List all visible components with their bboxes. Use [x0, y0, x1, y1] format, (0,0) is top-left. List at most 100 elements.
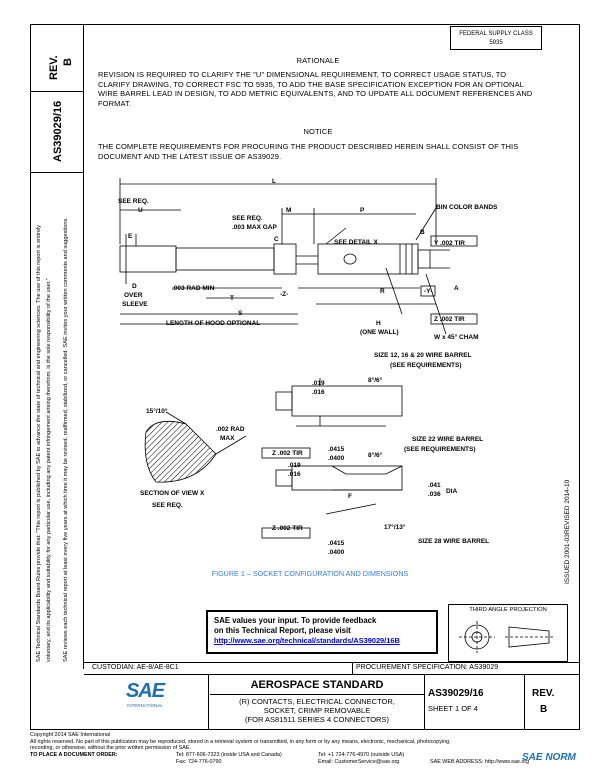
- projection-symbol: [459, 621, 555, 653]
- dim-Z-tir: Z .002 TIR: [434, 316, 465, 323]
- title-block-v1: [208, 674, 209, 730]
- footer-web: SAE WEB ADDRESS: http://www.sae.org: [430, 759, 530, 765]
- footer-tel1: Tel: 877-606-7323 (inside USA and Canada…: [176, 752, 282, 758]
- side-legal-line-2: voluntary, and its applicability and sui…: [46, 278, 52, 662]
- feedback-box: SAE values your input. To provide feedba…: [206, 610, 438, 654]
- dim-see-req-2: SEE REQ.: [232, 215, 263, 222]
- sae-logo: SAE INTERNATIONAL: [120, 680, 170, 710]
- custodian: CUSTODIAN: AE-8/AE-8C1: [92, 664, 179, 671]
- dim-Y: -Y-: [424, 288, 433, 295]
- dim-rad-min: .003 RAD MIN: [172, 285, 215, 292]
- federal-supply-label: FEDERAL SUPPLY CLASS: [459, 31, 533, 37]
- footer-rights-2: recording, or otherwise, without the pri…: [30, 745, 191, 752]
- footer-order-label: TO PLACE A DOCUMENT ORDER:: [30, 752, 118, 758]
- dim-U: U: [138, 207, 143, 214]
- dim-see-req-u: SEE REQ.: [118, 198, 149, 205]
- title-block-row: [84, 674, 580, 675]
- dim-0400: .0400: [328, 455, 345, 462]
- title-rev-value: B: [540, 704, 548, 715]
- dim-A: A: [454, 285, 459, 292]
- footer: Copyright 2014 SAE International All rig…: [30, 732, 570, 752]
- dim-see-req-4: (SEE REQUIREMENTS): [404, 446, 476, 453]
- dim-one-wall: (ONE WALL): [360, 329, 399, 336]
- title-rev-label: REV.: [532, 688, 555, 699]
- dim-036: .036: [428, 491, 441, 498]
- dim-rad-max-1: .002 RAD: [216, 426, 245, 433]
- dim-ang2: 8°/6°: [368, 452, 383, 459]
- dim-L: L: [272, 178, 276, 185]
- sae-logo-sub: INTERNATIONAL: [127, 703, 163, 708]
- doc-number-divider: [30, 172, 84, 173]
- dim-019: .019: [312, 380, 325, 387]
- dim-F: F: [348, 493, 352, 500]
- socket-drawing: [119, 178, 478, 539]
- dim-R: R: [380, 288, 385, 295]
- dim-0415: .0415: [328, 446, 345, 453]
- dim-0415b: .0415: [328, 540, 345, 547]
- desc-line-1: (R) CONTACTS, ELECTRICAL CONNECTOR,: [239, 697, 395, 706]
- dim-barrel-22: SIZE 22 WIRE BARREL: [412, 436, 484, 443]
- watermark: SAE NORM: [522, 752, 576, 763]
- rationale-text: REVISION IS REQUIRED TO CLARIFY THE "U" …: [98, 70, 533, 108]
- dim-gap: .003 MAX GAP: [232, 224, 277, 231]
- feedback-link[interactable]: http://www.sae.org/technical/standards/A…: [214, 636, 400, 645]
- dim-z-tir-3: Z .002 TIR: [272, 525, 303, 532]
- dim-019b: .019: [288, 462, 301, 469]
- projection-label: THIRD ANGLE PROJECTION: [469, 607, 547, 613]
- dim-sleeve: SLEEVE: [122, 301, 148, 308]
- dim-016: .016: [312, 389, 325, 396]
- issued-date: ISSUED 2001-03: [564, 534, 571, 584]
- dim-P: P: [360, 207, 365, 214]
- footer-tel2: Tel: +1 724-776-4970 (outside USA): [318, 752, 405, 758]
- dim-see-req-3: (SEE REQUIREMENTS): [390, 362, 462, 369]
- federal-supply-box: FEDERAL SUPPLY CLASS 5935: [450, 26, 542, 50]
- dim-hood-length: LENGTH OF HOOD OPTIONAL: [166, 320, 261, 327]
- title-block-v2: [424, 674, 425, 730]
- projection-box: THIRD ANGLE PROJECTION: [448, 604, 568, 662]
- dim-Z: -Z-: [280, 291, 289, 298]
- dim-barrel-12: SIZE 12, 16 & 20 WIRE BARREL: [374, 352, 472, 359]
- procurement-spec: PROCUREMENT SPECIFICATION: AS39029: [356, 664, 499, 671]
- dim-over: OVER: [124, 292, 143, 299]
- footer-rights: All rights reserved. No part of this pub…: [30, 738, 451, 745]
- dim-041: .041: [428, 482, 441, 489]
- feedback-line-1: SAE values your input. To provide feedba…: [214, 616, 377, 625]
- dim-D: D: [132, 283, 137, 290]
- left-margin-column: [30, 24, 84, 669]
- dim-z-tir-2: Z .002 TIR: [272, 450, 303, 457]
- rev-box: [30, 24, 84, 92]
- rationale-heading: RATIONALE: [296, 56, 340, 65]
- dim-ang3: 17°/13°: [384, 524, 406, 531]
- feedback-line-2: on this Technical Report, please visit: [214, 626, 351, 635]
- dim-M: M: [286, 207, 292, 214]
- dim-angle15: 15°/10°: [146, 408, 168, 415]
- dim-bin-color-bands: BIN COLOR BANDS: [436, 204, 498, 211]
- footer-copyright: Copyright 2014 SAE International: [30, 732, 111, 738]
- sae-logo-text: SAE: [125, 680, 165, 702]
- document-frame: [30, 24, 580, 730]
- side-legal-line-1: SAE Technical Standards Board Rules prov…: [36, 224, 42, 662]
- title-separator: [210, 694, 424, 695]
- title-doc-number: AS39029/16: [428, 688, 484, 699]
- desc-line-2: SOCKET, CRIMP REMOVABLE: [263, 706, 371, 715]
- dim-ang1: 8°/6°: [368, 377, 383, 384]
- dim-E: E: [128, 233, 133, 240]
- dim-B-ref: B: [420, 229, 425, 236]
- side-legal-line-3: SAE reviews each technical report at lea…: [63, 217, 69, 662]
- footer-fax: Fax: 724-776-0790: [176, 759, 222, 765]
- dim-see-detail-x: SEE DETAIL X: [334, 239, 378, 246]
- title-block-v3: [524, 674, 525, 730]
- notice-heading: NOTICE: [303, 127, 333, 136]
- dim-C: C: [274, 236, 279, 243]
- footer-email: Email: CustomerService@sae.org: [318, 759, 400, 765]
- dim-0400b: .0400: [328, 549, 345, 556]
- dim-W: W x 45° CHAM: [434, 334, 479, 341]
- dim-T: T: [230, 295, 234, 302]
- desc-line-3: (FOR AS81511 SERIES 4 CONNECTORS): [245, 715, 389, 724]
- title-block-divider-top: [352, 662, 353, 674]
- dim-H: H: [376, 320, 381, 327]
- notice-text: THE COMPLETE REQUIREMENTS FOR PROCURING …: [98, 142, 519, 161]
- dim-Y-tir: Y .002 TIR: [434, 240, 465, 247]
- standard-title: AEROSPACE STANDARD: [250, 679, 384, 691]
- federal-supply-code: 5935: [489, 40, 503, 46]
